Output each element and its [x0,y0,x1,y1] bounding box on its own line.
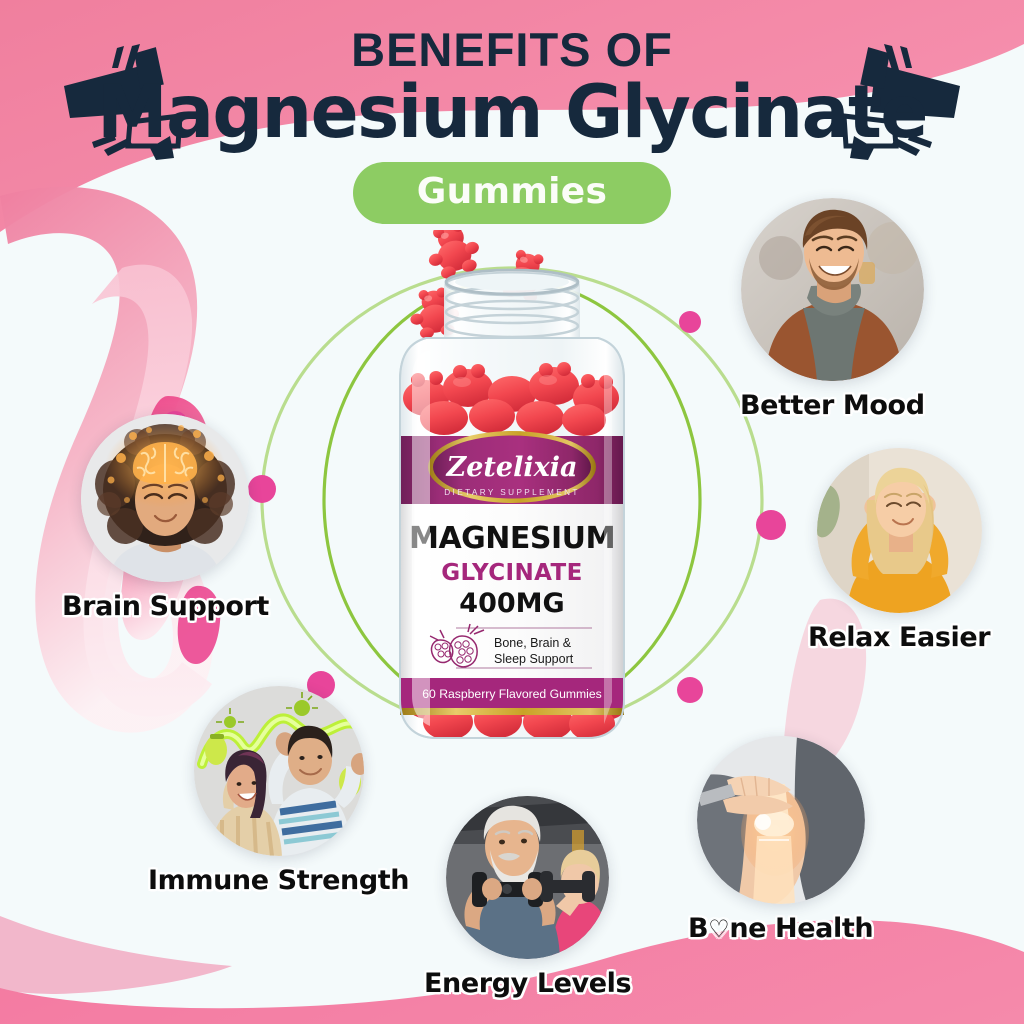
relax-easier-photo [816,448,982,613]
bone-health-label-after: ne Health [729,913,874,944]
brush-stroke-left-2 [83,264,213,717]
header-kicker: BENEFITS OF [351,23,673,76]
relax-easier-label: Relax Easier [808,622,991,653]
label-support-line-1: Bone, Brain & [494,636,572,650]
energy-levels-photo [446,796,610,959]
bottle-neck [444,268,580,348]
label-dosage: 400MG [459,588,564,619]
better-mood-photo [740,198,924,381]
orbit-dot [248,475,276,503]
raspberry-icon [429,623,485,668]
burst-decoration-right [841,44,960,160]
label-brand: Zetelixia [446,452,578,483]
benefit-brain-support[interactable]: Brain Support [62,414,269,622]
orbit-dot [677,677,703,703]
page-title: Magnesium Glycinate [97,70,928,155]
benefit-better-mood[interactable]: Better Mood [740,198,925,421]
brain-support-label: Brain Support [62,591,269,622]
benefit-bone-health[interactable]: B♡ne Health [688,736,874,944]
label-support-line-2: Sleep Support [494,652,574,666]
orbit-dot [756,510,786,540]
orbit-dot [307,671,335,699]
brain-icon [133,442,198,484]
label-product-form: GLYCINATE [441,560,583,586]
label-brand-subtitle: DIETARY SUPPLEMENT [444,488,580,497]
accent-shape-right [783,598,867,777]
bone-health-label: B♡ne Health [688,913,874,944]
product-label: Zetelixia DIETARY SUPPLEMENT MAGNESIUM G… [400,431,624,715]
bottom-left-wedge [0,916,232,994]
orbit-dot [679,311,701,333]
bottle-body: Zetelixia DIETARY SUPPLEMENT MAGNESIUM G… [399,337,625,739]
brain-support-photo [81,414,250,582]
benefit-energy-levels[interactable]: Energy Levels [424,796,632,999]
badge-wrap: Gummies [0,161,1024,224]
bone-health-label-before: B [688,913,709,944]
benefit-relax-easier[interactable]: Relax Easier [808,448,991,653]
immune-strength-label: Immune Strength [148,865,410,896]
benefit-immune-strength[interactable]: Immune Strength [148,686,410,896]
better-mood-label: Better Mood [740,390,925,421]
immune-strength-photo [193,686,364,856]
gummies-badge: Gummies [352,161,672,224]
bone-health-photo [696,736,865,904]
brush-dot [177,585,221,664]
label-product-name: MAGNESIUM [409,521,615,556]
burst-decoration-left [64,44,183,160]
energy-levels-label: Energy Levels [424,968,632,999]
header: BENEFITS OF Magnesium Glycinate Gummies [0,26,1024,224]
product-bottle: Zetelixia DIETARY SUPPLEMENT MAGNESIUM G… [399,230,625,739]
label-count-line: 60 Raspberry Flavored Gummies [422,687,602,701]
heart-icon: ♡ [708,915,730,943]
